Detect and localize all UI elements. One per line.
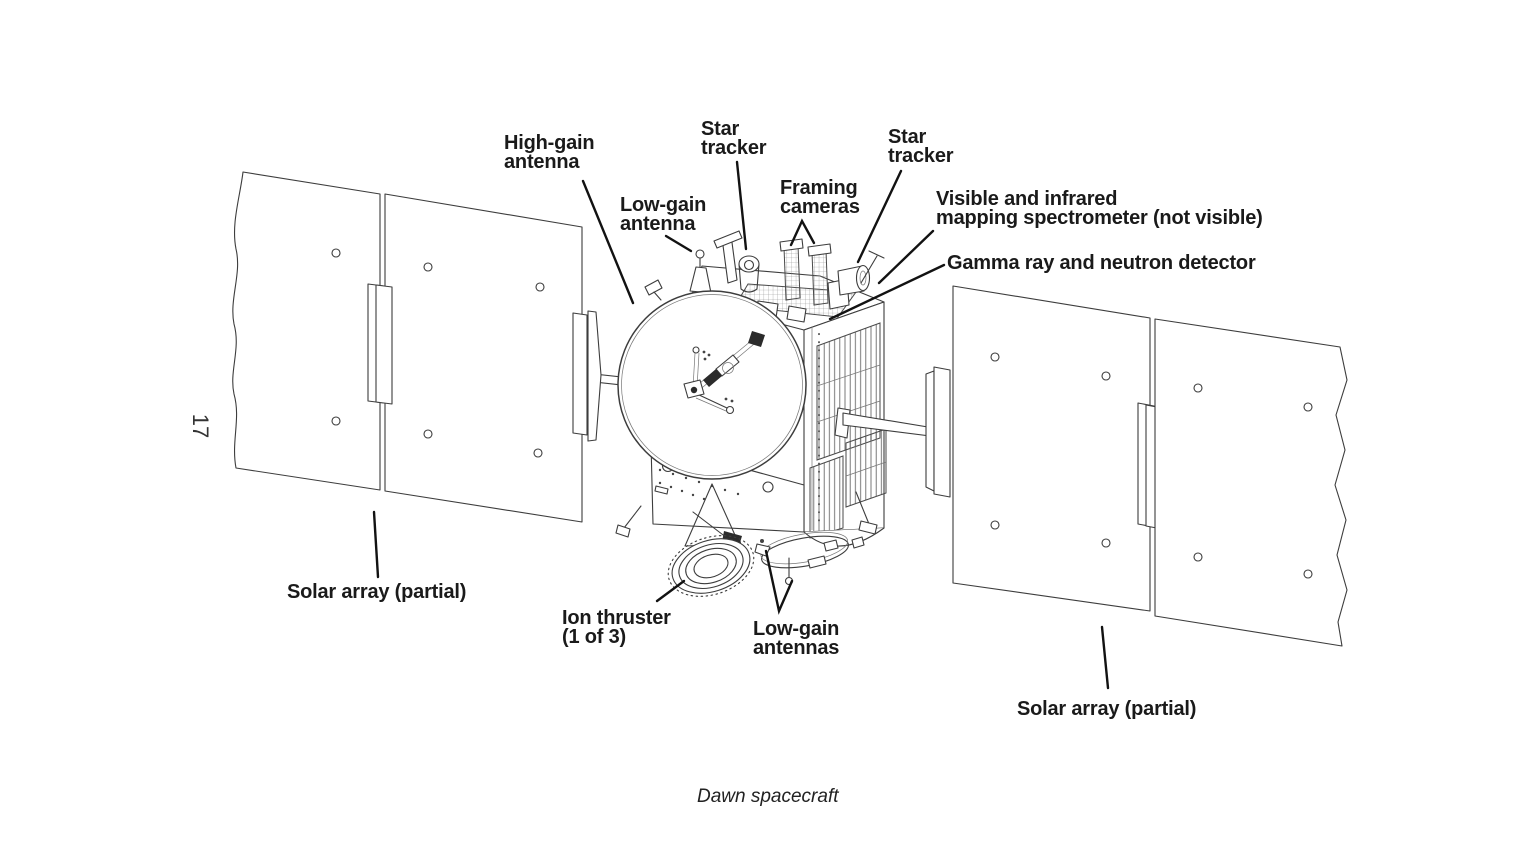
leader-star-tracker-right [856, 169, 903, 264]
solar-array-right-art [834, 285, 1348, 647]
side-plate-art [644, 279, 663, 301]
mast-art [713, 230, 743, 284]
leader-solar-array-right [1100, 625, 1110, 690]
label-star-tracker-top: Star tracker [701, 118, 767, 159]
gamma-ray-detector-art [827, 250, 885, 310]
leader-high-gain-antenna [581, 179, 635, 305]
label-star-tracker-right: Star tracker [888, 126, 954, 167]
leader-gamma-ray-detector [828, 263, 946, 321]
leader-low-gain-antennas [764, 549, 794, 615]
page-number: 17 [188, 413, 213, 439]
leader-ion-thruster [655, 579, 686, 603]
leader-star-tracker-top [735, 160, 748, 251]
label-low-gain-antennas: Low-gain antennas [753, 618, 840, 659]
leader-solar-array-left [372, 510, 380, 579]
leader-vir-spectrometer [877, 229, 935, 285]
solar-array-left-art [232, 171, 641, 523]
star-tracker-barrel-art [738, 255, 760, 293]
bus-struts-art [615, 505, 642, 538]
launch-adapter-ring-art [760, 531, 849, 569]
leader-lines [372, 160, 1110, 690]
leader-low-gain-antenna [664, 234, 693, 253]
ion-thruster-art [667, 483, 878, 597]
solar-array-left-yoke [572, 310, 641, 442]
label-vir-spectrometer: Visible and infrared mapping spectromete… [936, 188, 1263, 229]
label-high-gain-antenna: High-gain antenna [504, 132, 595, 173]
figure-caption: Dawn spacecraft [697, 786, 839, 807]
low-gain-antennas-bottom-art [754, 539, 794, 586]
leader-framing-cameras [789, 218, 816, 247]
label-solar-array-right: Solar array (partial) [1017, 698, 1197, 720]
solar-array-left-hinge [367, 283, 393, 405]
label-framing-cameras: Framing cameras [780, 177, 860, 218]
label-low-gain-antenna: Low-gain antenna [620, 194, 707, 235]
label-solar-array-left: Solar array (partial) [287, 581, 467, 603]
label-ion-thruster: Ion thruster (1 of 3) [562, 607, 671, 648]
label-gamma-ray-detector: Gamma ray and neutron detector [947, 252, 1256, 274]
framing-cameras-art [779, 238, 832, 306]
high-gain-antenna-dish-art [617, 290, 807, 480]
